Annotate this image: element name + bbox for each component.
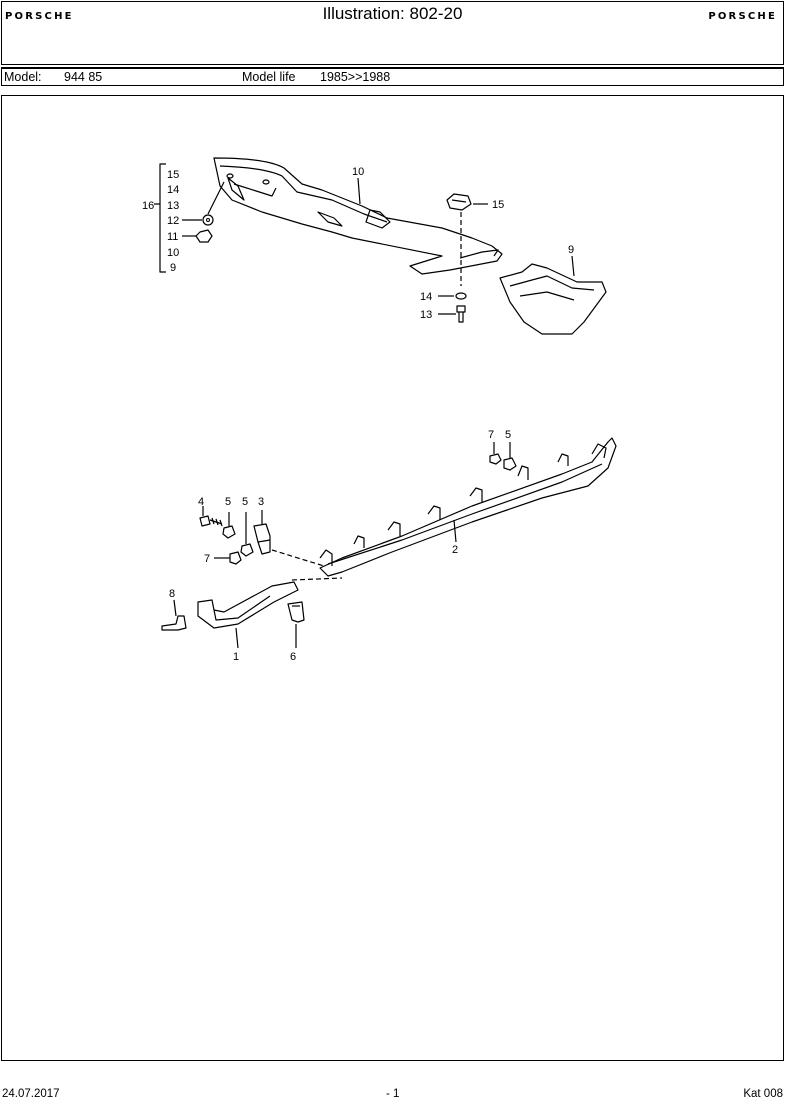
illustration-frame: 15 14 16 13 12 11 10 9 10 15 9 14 13 7 5…: [1, 95, 784, 1061]
part-1-mounting-bracket: [197, 581, 299, 629]
callout-7a: 7: [488, 429, 494, 441]
callout-9b: 9: [568, 244, 574, 256]
callout-7b: 7: [204, 553, 210, 565]
part-8-bolt: [161, 615, 187, 631]
leader-2: [453, 519, 457, 543]
assembly-line-1: [291, 577, 343, 581]
footer-catalog: Kat 008: [743, 1088, 783, 1100]
callout-12: 12: [167, 215, 179, 227]
assembly-line-3: [271, 549, 325, 567]
part-10-undertray: [213, 157, 503, 275]
footer-date: 24.07.2017: [2, 1088, 60, 1100]
brand-logo-right: PORSCHE: [708, 11, 777, 22]
group-bracket-16: [154, 163, 166, 273]
callout-3: 3: [258, 496, 264, 508]
callout-2: 2: [452, 544, 458, 556]
callout-11: 11: [167, 231, 178, 243]
callout-14b: 14: [420, 291, 432, 303]
callout-5b: 5: [225, 496, 231, 508]
part-15-clip-nut: [446, 193, 472, 211]
part-12-washer: [202, 214, 214, 226]
part-7-nut-top: [489, 453, 502, 465]
model-label: Model:: [4, 70, 42, 84]
leader-8: [173, 599, 177, 617]
parts-diagram: 15 14 16 13 12 11 10 9 10 15 9 14 13 7 5…: [142, 157, 617, 663]
callout-4: 4: [198, 496, 204, 508]
model-value: 944 85: [64, 70, 103, 84]
callout-5c: 5: [242, 496, 248, 508]
leader-9b: [571, 255, 575, 277]
callout-9a: 9: [170, 262, 176, 274]
callout-13a: 13: [167, 200, 179, 212]
callout-5a: 5: [505, 429, 511, 441]
model-life-label: Model life: [242, 70, 296, 84]
callout-15a: 15: [167, 169, 179, 181]
leader-1: [235, 627, 239, 649]
callout-10a: 10: [167, 247, 179, 259]
callout-6: 6: [290, 651, 296, 663]
callout-16: 16: [142, 200, 154, 212]
part-2-rocker-panel: [319, 437, 617, 577]
callout-1: 1: [233, 651, 239, 663]
part-5-grommet-top: [503, 457, 517, 471]
callout-14a: 14: [167, 184, 179, 196]
brand-logo-left: PORSCHE: [5, 11, 74, 22]
leader-10a: [207, 181, 225, 215]
model-life-value: 1985>>1988: [320, 70, 391, 84]
illustration-title: Illustration: 802-20: [322, 4, 463, 23]
callout-15b: 15: [492, 199, 504, 211]
part-5-grommet-b: [240, 543, 254, 557]
model-bar: Model: 944 85 Model life 1985>>1988: [1, 67, 784, 86]
callout-13b: 13: [420, 309, 432, 321]
callout-10b: 10: [352, 166, 364, 178]
page-header: PORSCHE Illustration: 802-20 PORSCHE: [1, 1, 784, 65]
part-14-washer: [455, 292, 467, 300]
part-6-clip: [287, 601, 305, 623]
part-13-bolt: [456, 305, 466, 323]
footer-page: - 1: [386, 1088, 400, 1100]
part-9-side-piece: [499, 263, 607, 335]
part-3-bracket: [253, 523, 271, 555]
part-7-nut-left: [229, 551, 242, 565]
part-4-screw: [199, 515, 223, 527]
part-11-nut: [195, 229, 213, 243]
callout-8: 8: [169, 588, 175, 600]
part-5-grommet-a: [222, 525, 236, 539]
leader-10b: [357, 177, 361, 205]
